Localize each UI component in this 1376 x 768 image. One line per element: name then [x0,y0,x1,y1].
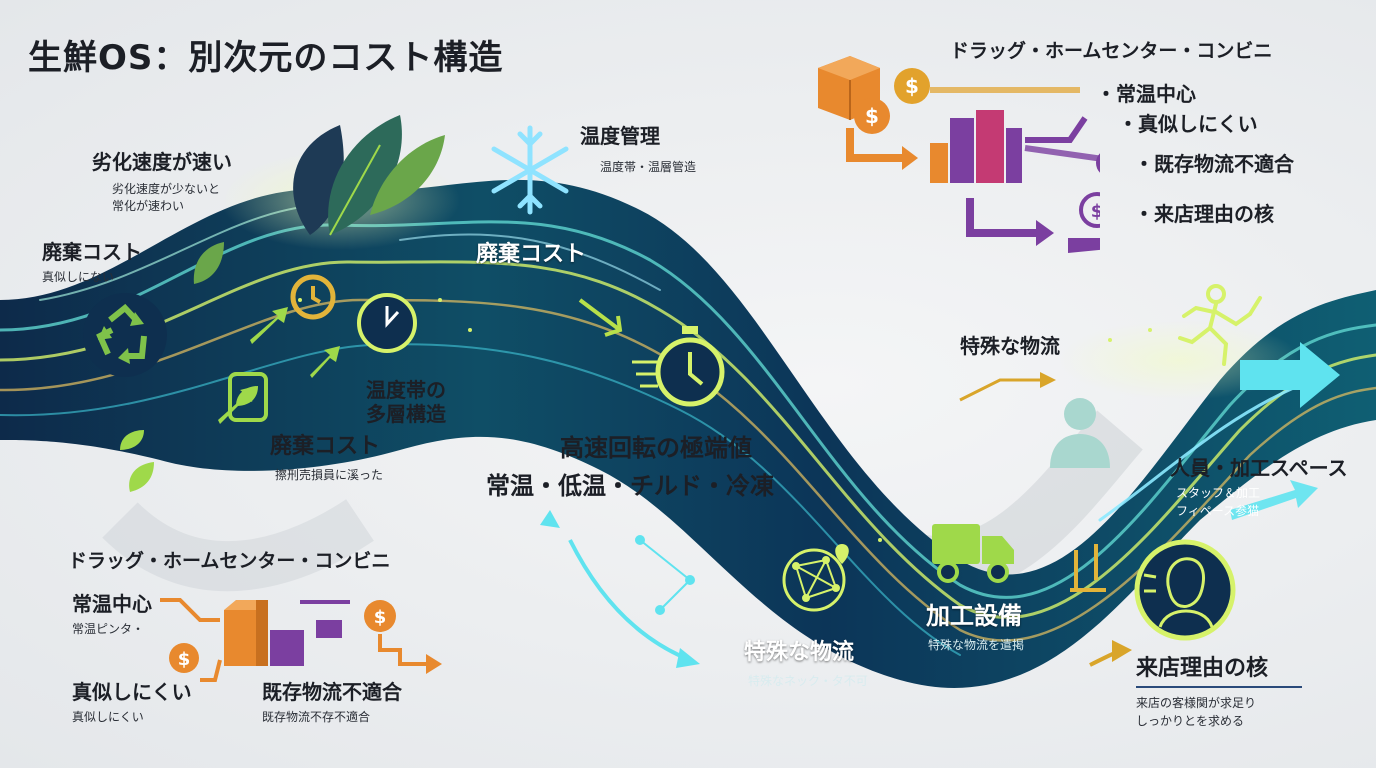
jar-leaf-icon [228,372,268,422]
waste-sub-left: 真似しにない [42,270,115,284]
main-arrow-right [1240,342,1340,408]
sparkle-dots [298,298,1152,542]
network-globe-icon [782,544,849,612]
small-leaf-icon [193,242,224,284]
core-reason-title: 来店理由の核 [1136,656,1269,681]
truck-icon [932,524,1014,583]
bottom-left-item-3-sub: 既存物流不存不適合 [262,710,371,724]
core-reason-sub-2: しっかりとを求める [1136,714,1245,728]
leaf-cluster-icon [293,115,445,236]
top-right-bullet-3: ・既存物流不適合 [1134,152,1294,176]
special-logistics-top: 特殊な物流 [960,334,1060,358]
staff-sub-1: スタッフ＆加工 [1176,486,1261,500]
customer-face-icon [1134,539,1236,641]
coin-top-2-symbol: $ [865,104,879,128]
arrow-cyan-head [676,648,700,668]
bottom-left-item-1-sub: 常温ピンタ・ [72,622,145,636]
waste-cost-low-sub: 擦刑売損員に溪った [275,468,384,482]
sprout-icon [120,430,154,492]
cycle-clock-icon [290,274,336,320]
network-lines [635,535,695,615]
stopwatch-icon [357,293,417,353]
recycle-icon [83,293,167,377]
coin-bottom-1-symbol: $ [178,649,191,670]
bottom-left-item-2-sub: 真似しにくい [72,710,144,724]
processing-equipment-sub: 特殊な物流を遣掲 [928,638,1025,652]
top-right-cost-diagram-icon: $ $ $ [818,56,1100,253]
special-logistics-bottom-title: 特殊な物流 [744,640,855,665]
deterioration-sub-1: 劣化速度が少ないと [112,182,221,196]
runner-icon [1178,284,1262,366]
staff-title: 人員・加工スペース [1170,456,1348,480]
arrow-gold-right [959,378,1040,402]
processing-equipment-title: 加工設備 [926,602,1022,630]
snowflake-icon [491,125,569,215]
arrow-gold-head [1112,640,1132,662]
top-right-bullet-4: ・来店理由の核 [1134,202,1274,226]
waste-title-left: 廃棄コスト [42,240,142,264]
bottom-left-item-3-title: 既存物流不適合 [262,680,402,704]
person-icon [1050,398,1110,468]
special-logistics-bottom-sub: 特殊なネック・タ不可 [748,674,868,688]
bottom-left-item-1-title: 常温中心 [72,592,152,616]
multi-layer-line-1: 温度帯の [366,378,446,402]
staff-sub-2: フィペース参猫 [1176,504,1260,518]
coin-hand-symbol: $ [1091,201,1100,222]
waste-cost-mid: 廃棄コスト [476,242,587,267]
coin-bottom-2-symbol: $ [374,607,387,628]
bottom-left-cost-diagram-icon: $ $ [160,598,442,682]
arrow-cyan-tail [540,510,560,528]
multi-layer-line-2: 多層構造 [366,402,446,426]
flow-streamlines [0,203,1376,656]
core-reason-sub-1: 来店の客様関が求足り [1136,696,1257,710]
page-title: 生鮮OS：別次元のコスト構造 [28,38,504,78]
bottom-left-heading: ドラッグ・ホームセンター・コンビニ [68,550,391,572]
core-reason-underline [1136,686,1302,688]
arrow-gold-right-head [1040,372,1056,388]
high-speed-line-2: 常温・低温・チルド・冷凍 [486,472,774,500]
arrow-cyan-bottom [568,539,691,662]
top-right-bullet-1: ・常温中心 [1096,82,1196,106]
temp-control-title: 温度管理 [580,124,660,148]
shadow-swirl-2 [102,499,374,592]
high-speed-line-1: 高速回転の極端値 [560,434,752,462]
temp-control-sub: 温度帯・温層管造 [600,160,697,174]
coin-top-1-symbol: $ [905,74,919,98]
bottom-left-item-2-title: 真似しにくい [72,680,192,704]
deterioration-title: 劣化速度が速い [92,150,232,174]
arrow-green-mid [578,298,623,337]
arrow-right-2 [1230,480,1318,520]
flow-wave-band [0,179,1376,688]
waste-cost-low: 廃棄コスト [270,434,381,459]
tool-icon [1070,544,1106,592]
top-right-bullet-2: ・真似しにくい [1118,112,1258,136]
speed-stopwatch-icon [632,326,725,407]
deterioration-sub-2: 常化が速わい [112,199,185,213]
top-right-heading: ドラッグ・ホームセンター・コンビニ [950,40,1273,62]
